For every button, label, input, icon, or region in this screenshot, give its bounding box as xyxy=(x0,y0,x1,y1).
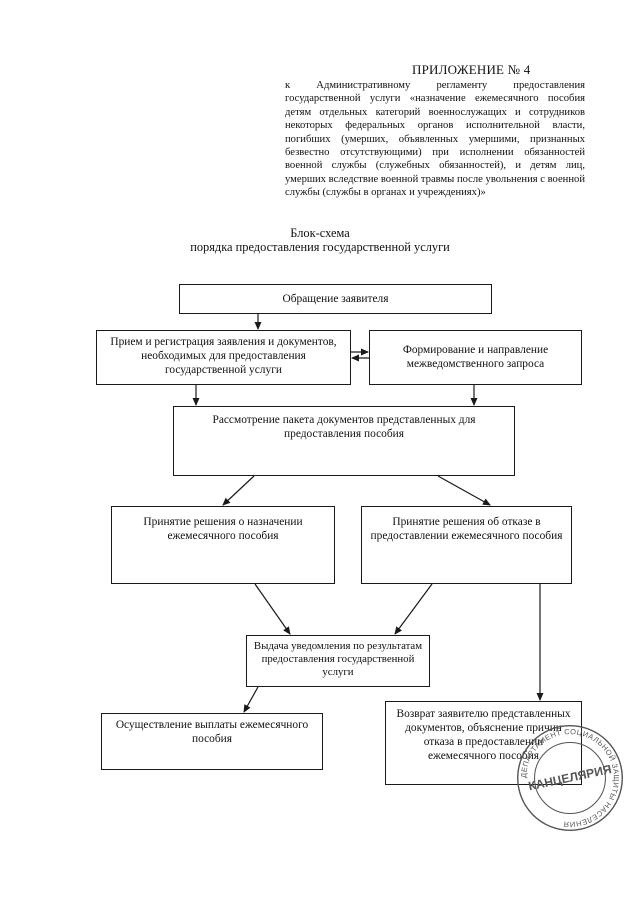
arrow-refusal-to-notification xyxy=(394,583,433,635)
box-notification: Выдача уведомления по результатам предос… xyxy=(246,635,430,687)
arrow-notification-to-payment xyxy=(243,686,259,713)
office-stamp-seal: ДЕПАРТАМЕНТ СОЦИАЛЬНОЙ ЗАЩИТЫ НАСЕЛЕНИЯ … xyxy=(517,725,623,831)
box-approval-decision: Принятие решения о назначении ежемесячно… xyxy=(111,506,335,584)
appendix-title: ПРИЛОЖЕНИЕ № 4 xyxy=(412,62,531,77)
flowchart-subheading: порядка предоставления государственной у… xyxy=(190,240,450,254)
box-payment: Осуществление выплаты ежемесячного пособ… xyxy=(101,713,323,770)
box-applicant-request: Обращение заявителя xyxy=(179,284,492,314)
box-documents-return: Возврат заявителю представленных докумен… xyxy=(385,701,582,785)
flowchart-heading: Блок-схема xyxy=(290,226,350,240)
stamp-center-text: КАНЦЕЛЯРИЯ xyxy=(527,762,613,793)
arrow-review-to-approval xyxy=(222,475,255,506)
appendix-reference-text: к Административному регламенту предостав… xyxy=(285,80,585,199)
arrow-review-to-refusal xyxy=(437,475,491,506)
box-interagency-request: Формирование и направление межведомствен… xyxy=(369,330,582,385)
arrow-approval-to-notification xyxy=(254,583,291,635)
box-registration: Прием и регистрация заявления и документ… xyxy=(96,330,351,385)
box-document-review: Рассмотрение пакета документов представл… xyxy=(173,406,515,476)
box-refusal-decision: Принятие решения об отказе в предоставле… xyxy=(361,506,572,584)
